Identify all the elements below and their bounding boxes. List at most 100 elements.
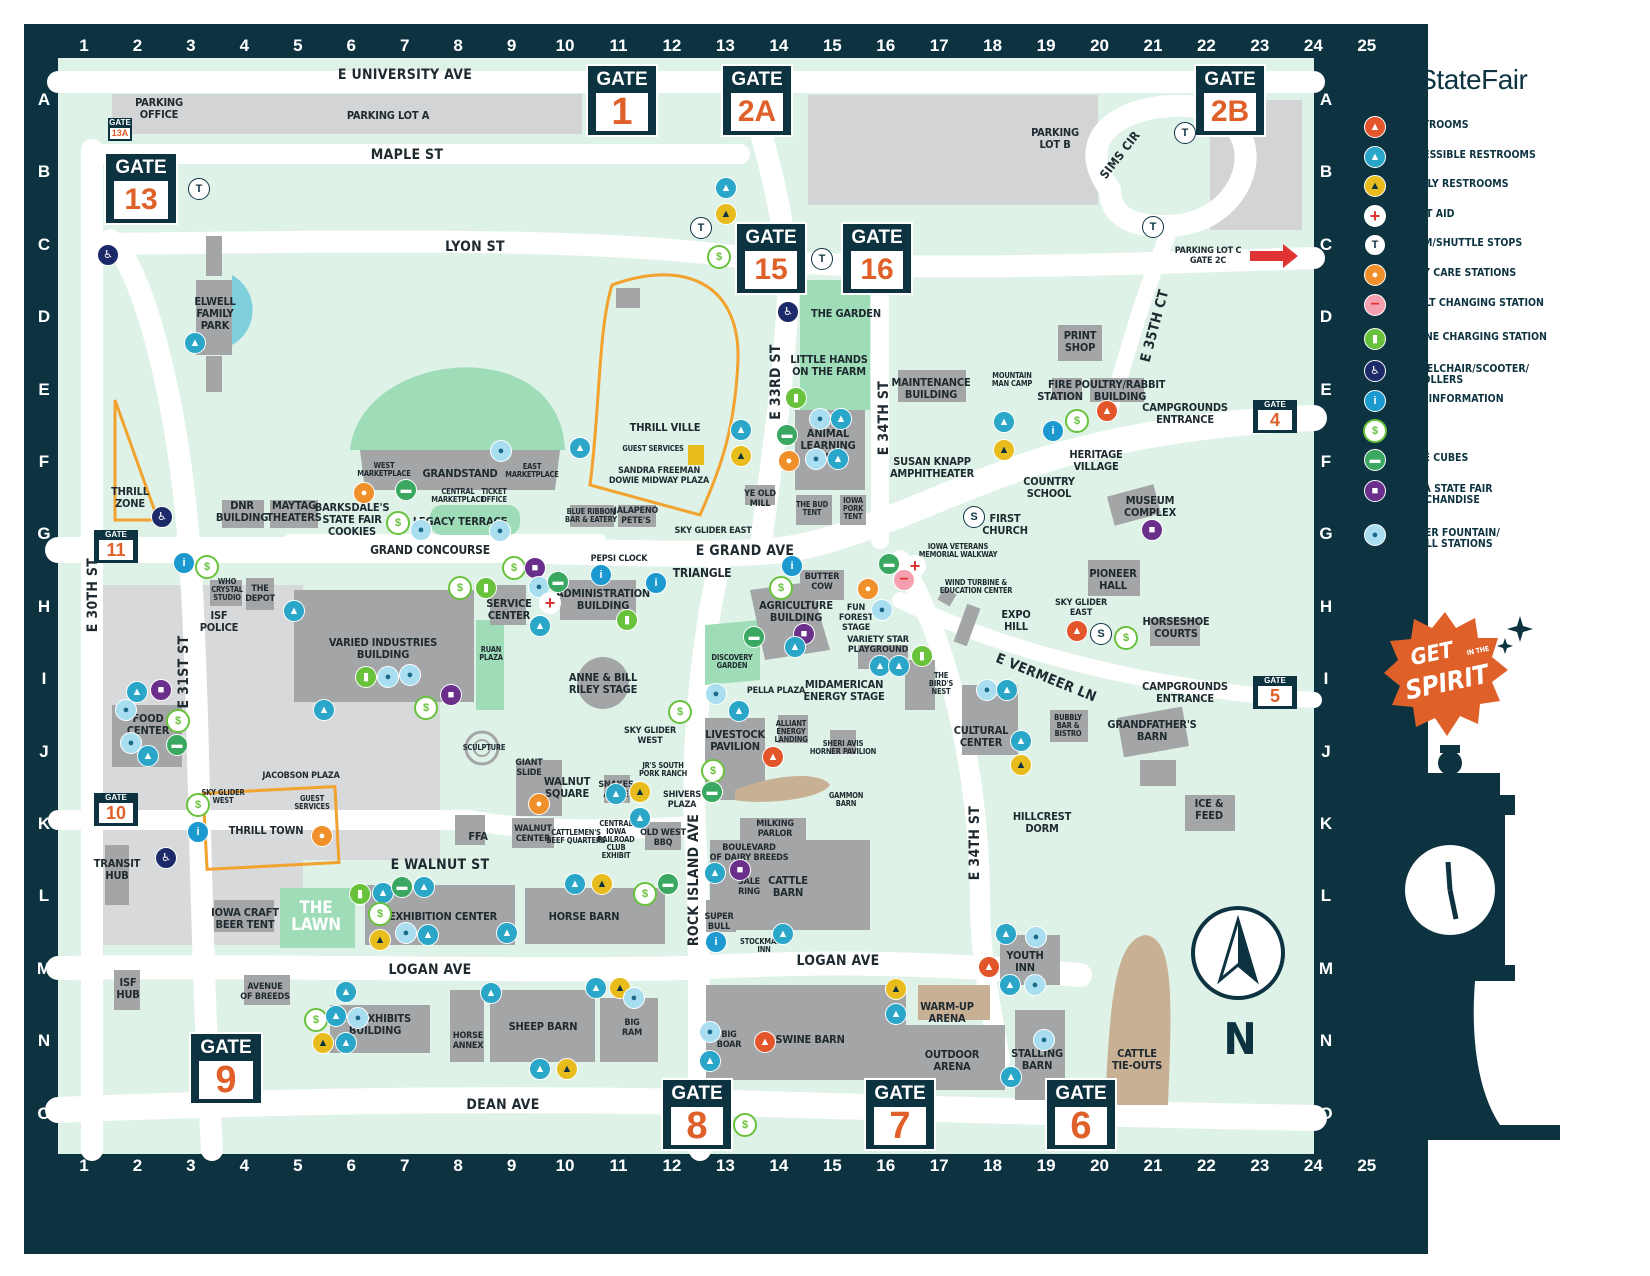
family-icon[interactable]: ▲: [885, 978, 907, 1000]
place-iowa-craft[interactable]: IOWA CRAFT BEER TENT: [211, 906, 279, 931]
info-icon[interactable]: i: [1042, 420, 1064, 442]
place-country-school[interactable]: COUNTRY SCHOOL: [1023, 475, 1075, 500]
place-shivers[interactable]: SHIVERS PLAZA: [662, 790, 702, 810]
place-cattle-barn[interactable]: CATTLE BARN: [768, 874, 808, 899]
accessible-icon[interactable]: ▲: [313, 699, 335, 721]
accessible-icon[interactable]: ▲: [888, 655, 910, 677]
merch-icon[interactable]: ■: [524, 557, 546, 579]
care-icon[interactable]: ▬: [701, 781, 723, 803]
merch-icon[interactable]: ■: [150, 679, 172, 701]
water-icon[interactable]: ●: [410, 519, 432, 541]
place-horse-barn[interactable]: HORSE BARN: [548, 910, 620, 923]
place-campgrounds-1[interactable]: CAMPGROUNDS ENTRANCE: [1142, 401, 1228, 426]
water-icon[interactable]: ●: [805, 448, 827, 470]
accessible-icon[interactable]: ▲: [569, 437, 591, 459]
family-icon[interactable]: ▲: [730, 445, 752, 467]
accessible-icon[interactable]: ▲: [283, 600, 305, 622]
family-icon[interactable]: ▲: [369, 929, 391, 951]
place-little-hands[interactable]: LITTLE HANDS ON THE FARM: [790, 353, 868, 378]
accessible-icon[interactable]: ▲: [1000, 1066, 1022, 1088]
care-icon[interactable]: ▬: [166, 734, 188, 756]
place-barksdale[interactable]: BARKSDALE'S STATE FAIR COOKIES: [314, 501, 390, 538]
place-thrill-town[interactable]: THRILL TOWN: [228, 824, 304, 837]
atm-icon[interactable]: $: [386, 511, 410, 535]
water-icon[interactable]: ●: [871, 599, 893, 621]
accessible-icon[interactable]: ▲: [993, 411, 1015, 433]
place-birds-nest[interactable]: THE BIRD'S NEST: [928, 671, 954, 696]
place-maintenance[interactable]: MAINTENANCE BUILDING: [891, 376, 971, 401]
place-ffa[interactable]: FFA: [468, 830, 488, 843]
phone-icon[interactable]: ▮: [785, 387, 807, 409]
water-icon[interactable]: ●: [395, 922, 417, 944]
place-pioneer[interactable]: PIONEER HALL: [1089, 567, 1137, 592]
accessible-icon[interactable]: ▲: [335, 1032, 357, 1054]
place-sheri-avis[interactable]: SHERI AVIS HORNER PAVILION: [809, 739, 877, 756]
atm-icon[interactable]: $: [368, 902, 392, 926]
care-icon[interactable]: ▬: [657, 873, 679, 895]
accessible-icon[interactable]: ▲: [137, 745, 159, 767]
place-jacobson[interactable]: JACOBSON PLAZA: [262, 771, 340, 781]
accessible-icon[interactable]: ▲: [605, 783, 627, 805]
place-warmup[interactable]: WARM-UP ARENA: [920, 1000, 974, 1025]
atm-icon[interactable]: $: [1114, 626, 1138, 650]
family-icon[interactable]: ▲: [556, 1058, 578, 1080]
accessible-icon[interactable]: ▲: [830, 408, 852, 430]
accessible-icon[interactable]: ▲: [772, 923, 794, 945]
accessible-icon[interactable]: ▲: [184, 332, 206, 354]
restroom-icon[interactable]: ▲: [1066, 620, 1088, 642]
place-veterans[interactable]: IOWA VETERANS MEMORIAL WALKWAY: [918, 542, 998, 559]
accessible-icon[interactable]: ▲: [629, 807, 651, 829]
place-west-mkt[interactable]: WEST MARKETPLACE: [357, 461, 411, 478]
water-icon[interactable]: ●: [1025, 926, 1047, 948]
phone-icon[interactable]: ▮: [349, 883, 371, 905]
place-bud-tent[interactable]: THE BUD TENT: [795, 500, 829, 517]
adult-icon[interactable]: −: [893, 569, 915, 591]
accessible-icon[interactable]: ▲: [480, 982, 502, 1004]
place-central-mkt[interactable]: CENTRAL MARKETPLACE: [431, 487, 485, 504]
place-ticket-office[interactable]: TICKET OFFICE: [481, 487, 507, 504]
fairgrounds-map[interactable]: [0, 0, 1420, 1276]
water-icon[interactable]: ●: [490, 440, 512, 462]
water-icon[interactable]: ●: [1033, 1029, 1055, 1051]
place-pepsi-clock[interactable]: PEPSI CLOCK: [590, 554, 648, 564]
place-maytag[interactable]: MAYTAG THEATERS: [266, 499, 322, 524]
phone-icon[interactable]: ▮: [475, 577, 497, 599]
place-hillcrest[interactable]: HILLCREST DORM: [1012, 810, 1072, 835]
atm-icon[interactable]: $: [502, 556, 526, 580]
place-fun-forest[interactable]: FUN FOREST STAGE: [838, 603, 874, 633]
accessible-icon[interactable]: ▲: [996, 679, 1018, 701]
accessible-icon[interactable]: ▲: [728, 700, 750, 722]
place-giant-slide[interactable]: GIANT SLIDE: [515, 758, 543, 778]
restroom-icon[interactable]: ▲: [762, 746, 784, 768]
place-butter-cow[interactable]: BUTTER COW: [804, 572, 840, 592]
place-outdoor-arena[interactable]: OUTDOOR ARENA: [924, 1048, 980, 1073]
firstaid-icon[interactable]: +: [539, 592, 561, 614]
accessible-icon[interactable]: ▲: [699, 1050, 721, 1072]
accessible-icon[interactable]: ▲: [827, 448, 849, 470]
tram-icon[interactable]: T: [1142, 216, 1164, 238]
care-icon[interactable]: ▬: [395, 479, 417, 501]
info-icon[interactable]: i: [590, 564, 612, 586]
place-discovery-garden[interactable]: DISCOVERY GARDEN: [711, 653, 753, 670]
place-stockmans[interactable]: STOCKMAN'S INN: [740, 937, 788, 954]
restroom-icon[interactable]: ▲: [754, 1031, 776, 1053]
care-icon[interactable]: ▬: [776, 424, 798, 446]
place-walnut-square[interactable]: WALNUT SQUARE: [543, 775, 591, 800]
merch-icon[interactable]: ■: [729, 859, 751, 881]
tram-icon[interactable]: T: [1174, 122, 1196, 144]
place-print-shop[interactable]: PRINT SHOP: [1063, 329, 1097, 354]
accessible-icon[interactable]: ▲: [529, 615, 551, 637]
place-parking-c[interactable]: PARKING LOT C GATE 2C: [1174, 246, 1242, 266]
atm-icon[interactable]: $: [1065, 409, 1089, 433]
atm-icon[interactable]: $: [733, 1113, 757, 1137]
baby-icon[interactable]: ●: [528, 793, 550, 815]
care-icon[interactable]: ▬: [878, 553, 900, 575]
family-icon[interactable]: ▲: [629, 781, 651, 803]
place-east-mkt[interactable]: EAST MARKETPLACE: [505, 462, 559, 479]
